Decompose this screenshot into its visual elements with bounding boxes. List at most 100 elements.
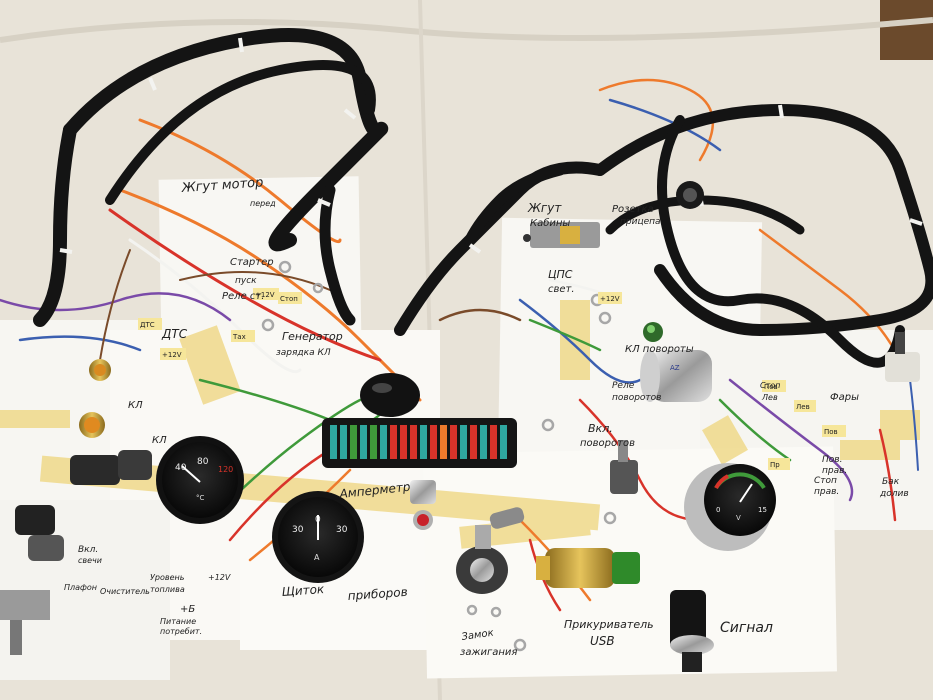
relay-cap bbox=[360, 373, 420, 417]
tag-label: ДТС bbox=[140, 321, 155, 329]
fuse bbox=[500, 425, 507, 459]
label-glow: Вкл. bbox=[78, 545, 98, 555]
red-indicator-lamp bbox=[410, 480, 436, 530]
gauge-tick: 30 bbox=[292, 525, 304, 535]
gauge-tick: 40 bbox=[175, 463, 187, 473]
label-plafond: Плафон bbox=[64, 583, 97, 592]
label-battery-sub: долив bbox=[879, 489, 909, 499]
tag-label: Лев bbox=[796, 403, 810, 411]
toggle-switches bbox=[15, 440, 638, 561]
label-turn-switch-sub: поворотов bbox=[580, 438, 635, 449]
label-stop-right-sub: прав. bbox=[814, 487, 839, 497]
label-fuel-level: Уровень bbox=[150, 573, 185, 582]
horn-button-device bbox=[670, 590, 714, 672]
label-horn: Сигнал bbox=[720, 620, 773, 636]
fuse bbox=[430, 425, 437, 459]
handwritten-labels: Жгут мотор перед Стартер Реле ст. пуск Д… bbox=[64, 175, 909, 658]
label-harness-cab-sub: Кабины bbox=[530, 217, 570, 229]
temp-gauge: 40 80 120 °C bbox=[156, 436, 244, 524]
fuse bbox=[470, 425, 477, 459]
ignition-lock-device bbox=[456, 507, 525, 594]
gauge-tick: 120 bbox=[218, 465, 233, 474]
trailer-socket-device bbox=[676, 181, 704, 209]
label-harness-engine-sub: перед bbox=[250, 199, 276, 208]
label-right-turn-sub: прав. bbox=[822, 466, 847, 476]
label-sensor-dtc: ДТС bbox=[161, 327, 188, 341]
ammeter-gauge: 30 0 30 A bbox=[272, 491, 364, 583]
gauge-tick: 15 bbox=[758, 506, 767, 514]
label-trailer-socket-sub: прицепа bbox=[620, 217, 661, 227]
cloth-fold bbox=[0, 17, 933, 43]
fuse bbox=[480, 425, 487, 459]
label-power-supply: Питание bbox=[160, 617, 196, 626]
turn-relay-can: AZ bbox=[640, 350, 712, 402]
fuse bbox=[360, 425, 367, 459]
label-lighter-usb: USB bbox=[590, 634, 615, 648]
label-kl-2: КЛ bbox=[152, 435, 167, 446]
tag-label: Пов bbox=[764, 383, 778, 391]
label-battery: Бак bbox=[882, 477, 900, 487]
tag-label: +12V bbox=[600, 295, 620, 303]
fuse bbox=[380, 425, 387, 459]
label-harness-engine: Жгут мотор bbox=[180, 175, 264, 196]
fuse bbox=[370, 425, 377, 459]
voltage-gauge: 0 15 V bbox=[684, 463, 776, 551]
tag-label: Стоп bbox=[280, 295, 298, 303]
tag-label: +12V bbox=[162, 351, 182, 359]
label-plus-b: +Б bbox=[180, 604, 195, 615]
label-turn-switch: Вкл. bbox=[588, 422, 613, 435]
label-parking: Стоп bbox=[760, 381, 780, 390]
gauge-unit: V bbox=[736, 514, 741, 522]
tag-label: Пр bbox=[770, 461, 780, 469]
fuse bbox=[340, 425, 347, 459]
fuse bbox=[460, 425, 467, 459]
svg-text:AZ: AZ bbox=[670, 364, 680, 372]
label-instrument-light: Щиток bbox=[281, 582, 325, 599]
green-indicator-lamp bbox=[643, 322, 663, 342]
fuse-block bbox=[322, 418, 517, 468]
label-turn-kl: КЛ повороты bbox=[625, 344, 694, 355]
label-headlights: Фары bbox=[830, 392, 859, 403]
cigarette-lighter-device bbox=[536, 548, 640, 588]
label-harness-cab: Жгут bbox=[527, 201, 562, 215]
gauge-tick: 0 bbox=[716, 506, 720, 514]
label-stop-right: Стоп bbox=[814, 476, 837, 486]
label-ignition-lock: Замок bbox=[461, 628, 494, 643]
label-cps: ЦПС bbox=[548, 268, 573, 281]
label-turn-relay: Реле bbox=[612, 381, 635, 391]
central-switch-block bbox=[523, 222, 600, 248]
label-turn-relay-sub: поворотов bbox=[612, 393, 661, 403]
label-cps-sub: свет. bbox=[548, 284, 575, 295]
amber-lamps bbox=[79, 359, 111, 438]
label-plus-12v: +12V bbox=[208, 573, 231, 582]
label-generator: Генератор bbox=[282, 330, 343, 343]
label-fuel-level-sub: топлива bbox=[150, 585, 185, 594]
fuse bbox=[400, 425, 407, 459]
label-wiper: Очиститель bbox=[100, 587, 150, 596]
fuse bbox=[350, 425, 357, 459]
corrugated-harness bbox=[33, 28, 933, 368]
tag-label: Тах bbox=[232, 333, 246, 341]
label-ignition-lock-sub: зажигания bbox=[460, 647, 517, 658]
label-power-supply-sub: потребит. bbox=[160, 627, 202, 636]
wire-tags: +12V Стоп Тах +12V Пов Лев Пов Пр ДТС +1… bbox=[138, 288, 846, 470]
tag-label: +12V bbox=[255, 291, 275, 299]
gauge-unit: °C bbox=[196, 494, 205, 502]
label-generator-sub: зарядка КЛ bbox=[276, 348, 331, 358]
ring-terminals bbox=[261, 260, 617, 652]
right-connectors bbox=[885, 332, 920, 382]
fuse bbox=[390, 425, 397, 459]
tag-label: Пов bbox=[824, 428, 838, 436]
gauge-tick: 30 bbox=[336, 525, 348, 535]
gauge-unit: A bbox=[314, 553, 320, 562]
label-left-side: Лев bbox=[761, 393, 778, 402]
fuse bbox=[450, 425, 457, 459]
label-starter: Стартер bbox=[230, 257, 274, 268]
fuse bbox=[410, 425, 417, 459]
label-trailer-socket: Розетка bbox=[612, 204, 654, 215]
label-right-turn: Пов. bbox=[822, 455, 842, 465]
label-kl-1: КЛ bbox=[128, 400, 143, 411]
fuse bbox=[490, 425, 497, 459]
